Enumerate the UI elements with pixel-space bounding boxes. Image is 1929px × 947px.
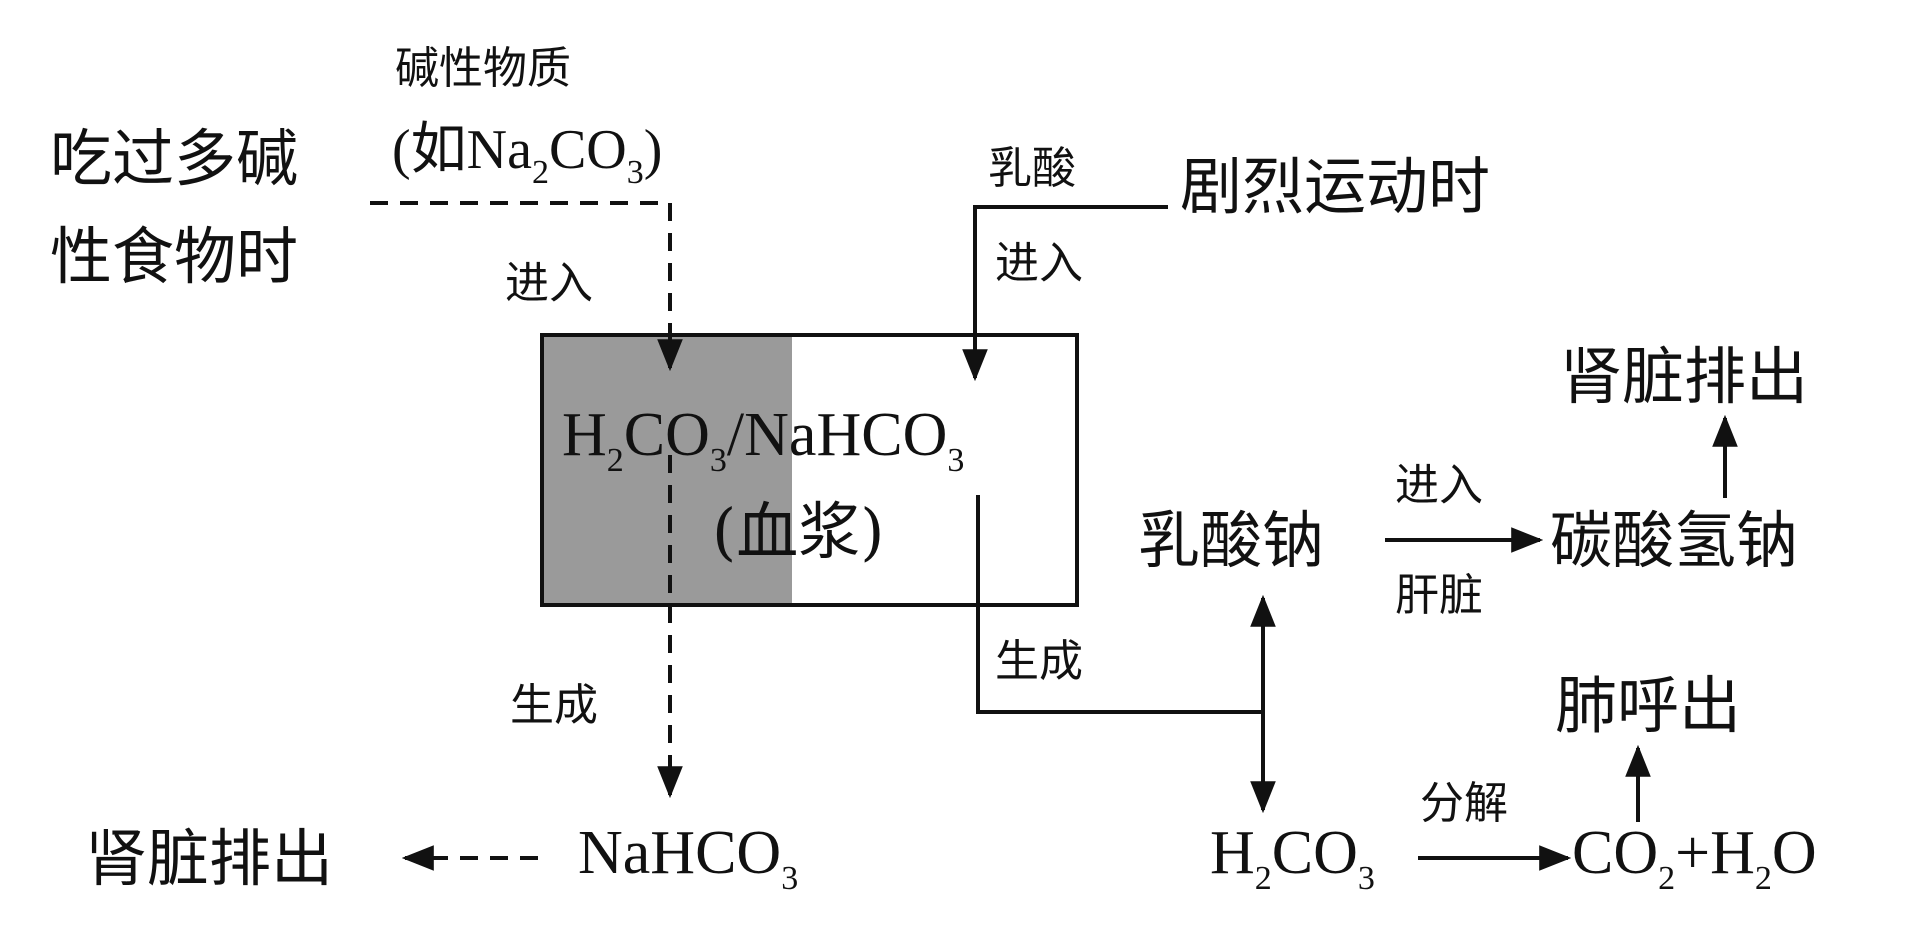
- generate-label-right: 生成: [995, 636, 1083, 687]
- co2-plus-h2o: CO2+H2O: [1572, 819, 1817, 897]
- alkaline-substance-label: 碱性物质: [395, 43, 571, 94]
- decompose-label: 分解: [1420, 778, 1508, 829]
- strenuous-exercise-label: 剧烈运动时: [1180, 150, 1490, 223]
- product-nahco3: NaHCO3: [578, 819, 798, 897]
- example-na2co3: (如Na2CO3): [392, 119, 662, 191]
- kidney-excrete-left-label: 肾脏排出: [85, 822, 333, 895]
- product-h2co3: H2CO3: [1210, 819, 1375, 897]
- alkaline-dashed-arrow: [370, 201, 683, 372]
- generate-label-left: 生成: [510, 680, 598, 731]
- sodium-lactate-label: 乳酸钠: [1138, 504, 1324, 577]
- buffer-box: [540, 333, 1079, 607]
- enter-label-left: 进入: [505, 258, 593, 309]
- generate-line-right: [976, 495, 1263, 714]
- lung-exhale-label: 肺呼出: [1555, 669, 1741, 742]
- eat-alkaline-food-line1: 吃过多碱: [50, 122, 298, 195]
- kidney-excrete-right-label: 肾脏排出: [1560, 340, 1808, 413]
- eat-alkaline-food-line2: 性食物时: [50, 220, 298, 293]
- buffer-box-shaded-half: [542, 335, 792, 605]
- plasma-label: (血浆): [712, 495, 884, 568]
- enter-label-right: 进入: [995, 238, 1083, 289]
- enter-liver-bottom: 肝脏: [1395, 570, 1483, 621]
- lactic-acid-label: 乳酸: [988, 143, 1076, 194]
- lactic-acid-arrow: [962, 205, 1168, 382]
- sodium-bicarbonate-label: 碳酸氢钠: [1550, 504, 1798, 577]
- buffer-formula: H2CO3/NaHCO3: [562, 401, 964, 479]
- enter-liver-top: 进入: [1395, 460, 1483, 511]
